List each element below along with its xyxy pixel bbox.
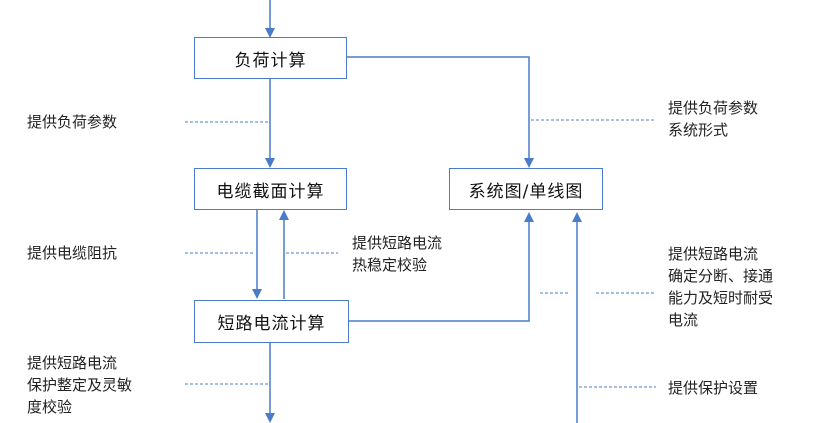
note-line: 提供负荷参数 <box>27 113 118 131</box>
note-line: 提供保护设置 <box>668 379 759 397</box>
note-line: 热稳定校验 <box>352 256 428 274</box>
note-line: 提供负荷参数 <box>668 99 759 117</box>
note-line: 电流 <box>668 311 699 329</box>
system-diagram-box: 系统图/单线图 <box>449 168 603 210</box>
note-protection-check: 提供短路电流 保护整定及灵敏 度校验 <box>27 352 132 418</box>
load-calc-box: 负荷计算 <box>194 37 347 79</box>
short-circuit-calc-box: 短路电流计算 <box>194 300 349 343</box>
note-line: 能力及短时耐受 <box>668 289 774 307</box>
arrow-load-to-system <box>346 56 534 168</box>
note-right-load-params: 提供负荷参数 系统形式 <box>668 97 758 141</box>
cable-calc-box: 电缆截面计算 <box>194 168 347 210</box>
note-line: 度校验 <box>27 398 73 416</box>
note-line: 提供短路电流 <box>668 245 759 263</box>
note-cable-impedance: 提供电缆阻抗 <box>27 242 117 264</box>
note-line: 系统形式 <box>668 121 729 139</box>
arrow-short-to-system <box>349 212 534 322</box>
note-line: 提供短路电流 <box>352 234 443 252</box>
note-line: 提供电缆阻抗 <box>27 244 118 262</box>
note-breaking-capacity: 提供短路电流 确定分断、接通 能力及短时耐受 电流 <box>668 243 773 331</box>
note-line: 确定分断、接通 <box>668 267 774 285</box>
note-line: 提供短路电流 <box>27 354 118 372</box>
note-thermal-check: 提供短路电流 热稳定校验 <box>352 232 442 276</box>
note-left-load-params: 提供负荷参数 <box>27 111 117 133</box>
note-protection-settings: 提供保护设置 <box>668 377 758 399</box>
note-line: 保护整定及灵敏 <box>27 376 133 394</box>
